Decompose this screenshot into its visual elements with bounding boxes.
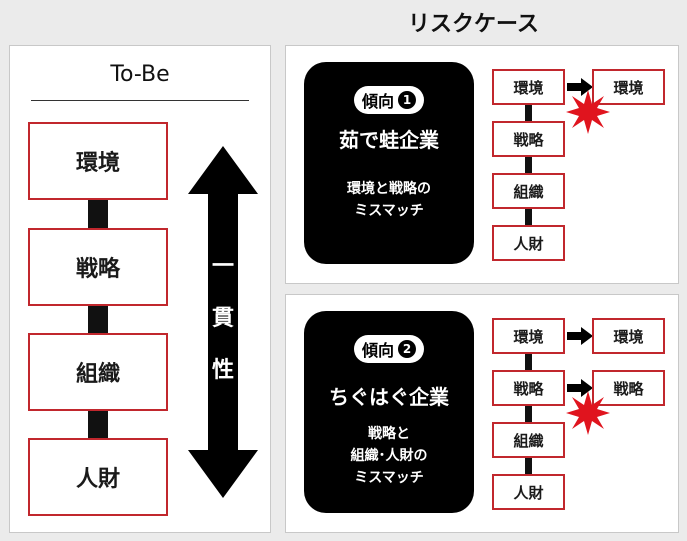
burst-icon bbox=[566, 391, 610, 435]
case-1-title: 茹で蛙企業 bbox=[339, 128, 439, 152]
badge-number: 2 bbox=[398, 340, 417, 358]
consistency-char: 一 bbox=[211, 254, 234, 279]
to-be-title: To-Be bbox=[110, 62, 170, 87]
stack-connector bbox=[525, 209, 532, 225]
tobe-box-strategy: 戦略 bbox=[28, 228, 168, 306]
case-2-subtitle: 戦略と 組織･人財の ミスマッチ bbox=[304, 423, 474, 489]
risk-case-header: リスクケース bbox=[408, 12, 539, 37]
case-1-box-strategy: 戦略 bbox=[492, 121, 565, 157]
badge-label: 傾向 bbox=[361, 341, 395, 360]
right-arrow-icon bbox=[567, 379, 593, 397]
burst-icon bbox=[566, 90, 610, 134]
subtitle-line: ミスマッチ bbox=[354, 470, 424, 486]
subtitle-line: ミスマッチ bbox=[354, 203, 424, 219]
stack-connector bbox=[525, 157, 532, 173]
tobe-box-talent: 人財 bbox=[28, 438, 168, 516]
badge-number: 1 bbox=[398, 91, 417, 109]
case-2-changed-strategy: 戦略 bbox=[592, 370, 665, 406]
tobe-box-environment: 環境 bbox=[28, 122, 168, 200]
case-1-subtitle: 環境と戦略の ミスマッチ bbox=[304, 178, 474, 222]
case-2-card: 傾向 2 ちぐはぐ企業 戦略と 組織･人財の ミスマッチ bbox=[304, 311, 474, 513]
subtitle-line: 組織･人財の bbox=[350, 448, 428, 464]
case-1-card: 傾向 1 茹で蛙企業 環境と戦略の ミスマッチ bbox=[304, 62, 474, 264]
case-2-box-strategy: 戦略 bbox=[492, 370, 565, 406]
case-1-box-environment: 環境 bbox=[492, 69, 565, 105]
case-1-box-organization: 組織 bbox=[492, 173, 565, 209]
risk-case-1-panel: 傾向 1 茹で蛙企業 環境と戦略の ミスマッチ 環境 戦略 組織 人財 環境 bbox=[285, 45, 679, 284]
right-arrow-icon bbox=[567, 78, 593, 96]
stack-connector bbox=[525, 354, 532, 370]
title-underline bbox=[31, 100, 249, 101]
stack-connector bbox=[525, 406, 532, 422]
subtitle-line: 環境と戦略の bbox=[347, 181, 431, 197]
tobe-connector bbox=[88, 200, 108, 228]
subtitle-line: 戦略と bbox=[368, 426, 410, 442]
case-2-changed-environment: 環境 bbox=[592, 318, 665, 354]
badge-label: 傾向 bbox=[361, 92, 395, 111]
case-2-badge: 傾向 2 bbox=[353, 335, 425, 363]
right-arrow-icon bbox=[567, 327, 593, 345]
stack-connector bbox=[525, 105, 532, 121]
consistency-char: 貫 bbox=[211, 306, 234, 331]
risk-case-2-panel: 傾向 2 ちぐはぐ企業 戦略と 組織･人財の ミスマッチ 環境 戦略 組織 人財… bbox=[285, 294, 679, 533]
case-1-changed-environment: 環境 bbox=[592, 69, 665, 105]
case-2-title: ちぐはぐ企業 bbox=[329, 385, 449, 409]
case-2-box-environment: 環境 bbox=[492, 318, 565, 354]
tobe-box-organization: 組織 bbox=[28, 333, 168, 411]
to-be-panel: To-Be 環境 戦略 組織 人財 一 貫 性 bbox=[9, 45, 271, 533]
stack-connector bbox=[525, 458, 532, 474]
consistency-char: 性 bbox=[211, 358, 234, 383]
case-1-box-talent: 人財 bbox=[492, 225, 565, 261]
case-2-box-talent: 人財 bbox=[492, 474, 565, 510]
case-1-badge: 傾向 1 bbox=[353, 86, 425, 114]
case-2-box-organization: 組織 bbox=[492, 422, 565, 458]
tobe-connector bbox=[88, 411, 108, 438]
double-headed-arrow-icon bbox=[188, 146, 258, 498]
tobe-connector bbox=[88, 306, 108, 333]
